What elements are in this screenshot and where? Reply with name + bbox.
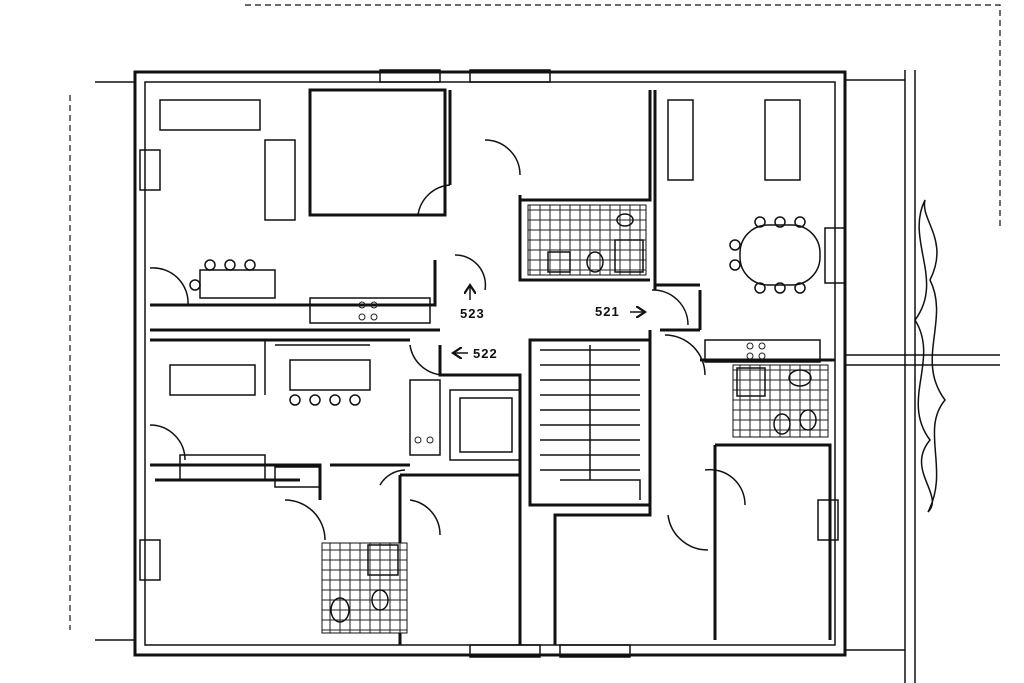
tree-row — [914, 199, 946, 513]
furniture — [159, 99, 846, 488]
label-521: 521 — [595, 304, 620, 319]
unit-labels: 523 522 521 — [453, 285, 645, 361]
bathrooms — [321, 204, 829, 634]
site-lines — [69, 4, 1001, 683]
exterior-walls — [133, 69, 847, 658]
label-523: 523 — [460, 306, 485, 321]
interior-walls — [150, 88, 835, 645]
stairs — [540, 345, 641, 500]
doors — [139, 139, 839, 581]
label-522: 522 — [473, 346, 498, 361]
